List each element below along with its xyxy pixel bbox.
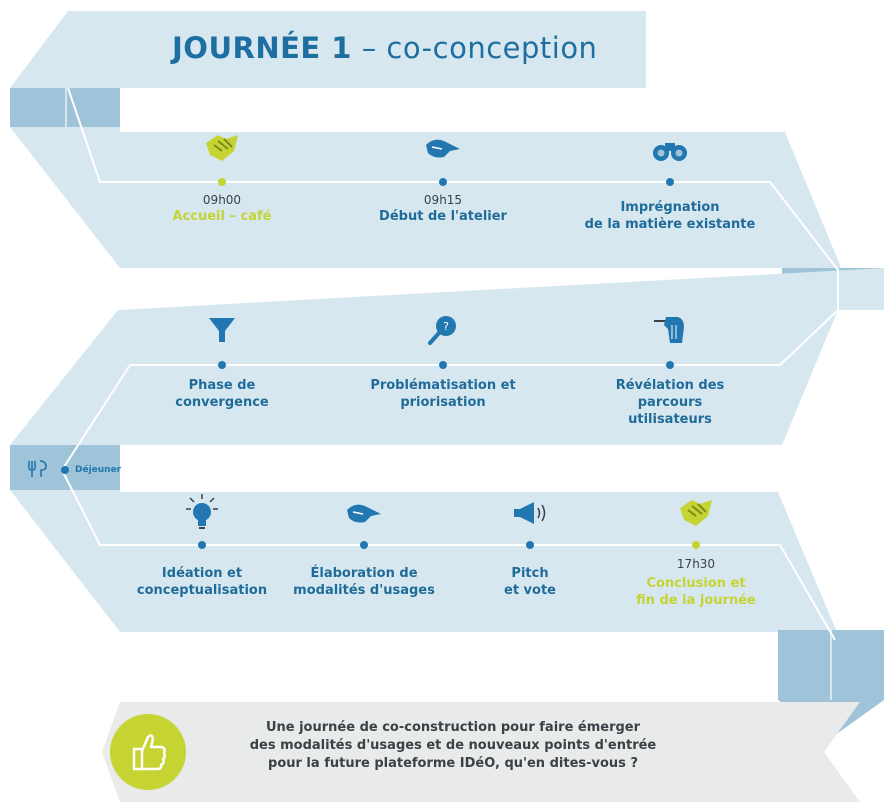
step-label-line-2: fin de la journée: [636, 593, 756, 608]
timeline-dot-green: [692, 541, 700, 549]
thumbs-up-icon: [132, 734, 166, 771]
footer-box: [102, 702, 860, 802]
funnel-icon: [209, 318, 235, 342]
lunch-label: Déjeuner: [75, 465, 122, 475]
lightbulb-icon: [186, 494, 218, 529]
step-label-line-1: Imprégnation: [620, 200, 720, 215]
band-row-1: [10, 127, 840, 310]
step-label-line-2: convergence: [175, 395, 269, 410]
megaphone-icon: [514, 502, 546, 524]
hand-pen-icon: [347, 504, 381, 523]
step-label-line-1: Élaboration de: [310, 566, 418, 581]
timeline-dot: [218, 361, 226, 369]
journey-path: [60, 87, 839, 641]
timeline-dot: [666, 178, 674, 186]
fold-top-left-2: [67, 88, 120, 127]
step-label-line-1: Phase de: [188, 378, 256, 393]
fold-top-left-1: [10, 88, 65, 127]
fold-bottom-2: [832, 630, 884, 700]
time-label: 17h30: [676, 557, 716, 571]
binoculars-icon: [653, 143, 687, 161]
timeline-dot: [439, 178, 447, 186]
band-row-3: [10, 490, 884, 700]
step-label-line-1: Problématisation et: [370, 378, 516, 393]
page-title: JOURNÉE 1 – co-conception: [172, 30, 597, 66]
thumbs-up-badge: [110, 714, 186, 790]
lunch-dot: [61, 466, 69, 474]
handshake-icon: [680, 500, 712, 526]
step-label-line-2: parcours: [637, 395, 703, 410]
title-rest: – co-conception: [352, 31, 598, 65]
footer-line-2: des modalités d'usages et de nouveaux po…: [249, 738, 657, 753]
step-label-line-1: Révélation des: [615, 378, 725, 393]
fold-bottom-1: [778, 630, 830, 700]
footer-line-3: pour la future plateforme IDéO, qu'en di…: [268, 756, 638, 771]
raised-hand-pen-icon: [654, 317, 684, 343]
step-label-line-1: Conclusion et: [646, 576, 746, 591]
magnifier-question-icon: ?: [428, 316, 456, 345]
timeline-dot: [439, 361, 447, 369]
timeline-dot: [198, 541, 206, 549]
title-bold: JOURNÉE 1: [172, 31, 352, 65]
time-label: 09h00: [202, 193, 242, 207]
footer-line-1: Une journée de co-construction pour fair…: [265, 720, 641, 735]
timeline-dot-green: [218, 178, 226, 186]
fork-knife-icon: [28, 460, 47, 477]
step-label: Début de l'atelier: [379, 209, 507, 224]
time-label: 09h15: [423, 193, 463, 207]
step-label: Accueil – café: [172, 209, 272, 224]
timeline-dot: [360, 541, 368, 549]
svg-text:?: ?: [443, 320, 449, 333]
step-label-line-1: Idéation et: [161, 566, 243, 581]
step-label-line-2: conceptualisation: [136, 583, 268, 598]
step-label-line-3: utilisateurs: [628, 412, 712, 427]
timeline-dot: [526, 541, 534, 549]
timeline-dot: [666, 361, 674, 369]
step-label-line-2: et vote: [504, 583, 556, 598]
hand-pen-icon: [426, 139, 460, 158]
step-label-line-1: Pitch: [511, 566, 549, 581]
footer-message: Une journée de co-construction pour fair…: [250, 719, 657, 773]
handshake-icon: [206, 135, 238, 161]
step-label-line-2: priorisation: [400, 395, 486, 410]
step-label-line-2: de la matière existante: [584, 217, 756, 232]
step-label-line-2: modalités d'usages: [293, 583, 435, 598]
title-banner: [10, 11, 646, 127]
